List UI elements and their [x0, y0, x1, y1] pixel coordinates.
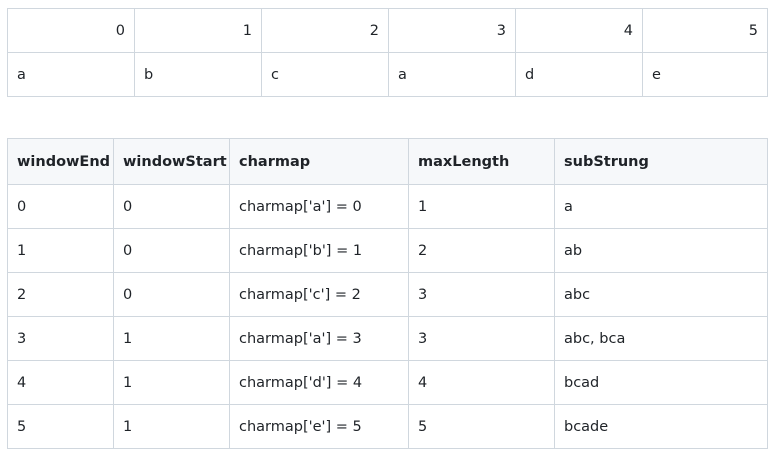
cell-substrung: a [554, 184, 768, 229]
cell-windowstart: 0 [113, 228, 230, 273]
column-header-maxlength: maxLength [408, 138, 555, 185]
cell-windowend: 5 [7, 404, 114, 449]
cell-charmap: charmap['d'] = 4 [229, 360, 409, 405]
char-cell: d [515, 52, 643, 97]
cell-maxlength: 3 [408, 316, 555, 361]
cell-substrung: ab [554, 228, 768, 273]
index-cell: 1 [134, 8, 262, 53]
cell-maxlength: 2 [408, 228, 555, 273]
char-cell: a [7, 52, 135, 97]
cell-substrung: bcade [554, 404, 768, 449]
string-index-table: 0 1 2 3 4 5 a b c a d e [7, 8, 768, 97]
cell-windowstart: 1 [113, 404, 230, 449]
cell-maxlength: 5 [408, 404, 555, 449]
table-row: 2 0 charmap['c'] = 2 3 abc [7, 272, 768, 317]
char-cell: a [388, 52, 516, 97]
column-header-windowstart: windowStart [113, 138, 230, 185]
cell-charmap: charmap['c'] = 2 [229, 272, 409, 317]
cell-windowstart: 1 [113, 316, 230, 361]
cell-windowstart: 1 [113, 360, 230, 405]
table-row: 3 1 charmap['a'] = 3 3 abc, bca [7, 316, 768, 361]
char-cell: c [261, 52, 389, 97]
sliding-window-trace-table: windowEnd windowStart charmap maxLength … [7, 138, 768, 449]
index-cell: 3 [388, 8, 516, 53]
column-header-substrung: subStrung [554, 138, 768, 185]
char-cell: b [134, 52, 262, 97]
cell-windowstart: 0 [113, 272, 230, 317]
cell-charmap: charmap['a'] = 3 [229, 316, 409, 361]
index-cell: 0 [7, 8, 135, 53]
cell-substrung: abc [554, 272, 768, 317]
column-header-charmap: charmap [229, 138, 409, 185]
cell-windowend: 0 [7, 184, 114, 229]
char-cell: e [642, 52, 768, 97]
table-row: 0 0 charmap['a'] = 0 1 a [7, 184, 768, 229]
cell-substrung: abc, bca [554, 316, 768, 361]
table-row: 5 1 charmap['e'] = 5 5 bcade [7, 404, 768, 449]
cell-charmap: charmap['e'] = 5 [229, 404, 409, 449]
index-cell: 2 [261, 8, 389, 53]
cell-windowend: 2 [7, 272, 114, 317]
table-row: 4 1 charmap['d'] = 4 4 bcad [7, 360, 768, 405]
cell-windowstart: 0 [113, 184, 230, 229]
cell-maxlength: 3 [408, 272, 555, 317]
cell-maxlength: 4 [408, 360, 555, 405]
char-row: a b c a d e [7, 52, 768, 97]
cell-charmap: charmap['b'] = 1 [229, 228, 409, 273]
cell-windowend: 4 [7, 360, 114, 405]
index-cell: 5 [642, 8, 768, 53]
index-cell: 4 [515, 8, 643, 53]
index-row: 0 1 2 3 4 5 [7, 8, 768, 53]
cell-substrung: bcad [554, 360, 768, 405]
cell-charmap: charmap['a'] = 0 [229, 184, 409, 229]
table-row: 1 0 charmap['b'] = 1 2 ab [7, 228, 768, 273]
cell-windowend: 3 [7, 316, 114, 361]
header-row: windowEnd windowStart charmap maxLength … [7, 138, 768, 185]
column-header-windowend: windowEnd [7, 138, 114, 185]
cell-windowend: 1 [7, 228, 114, 273]
cell-maxlength: 1 [408, 184, 555, 229]
